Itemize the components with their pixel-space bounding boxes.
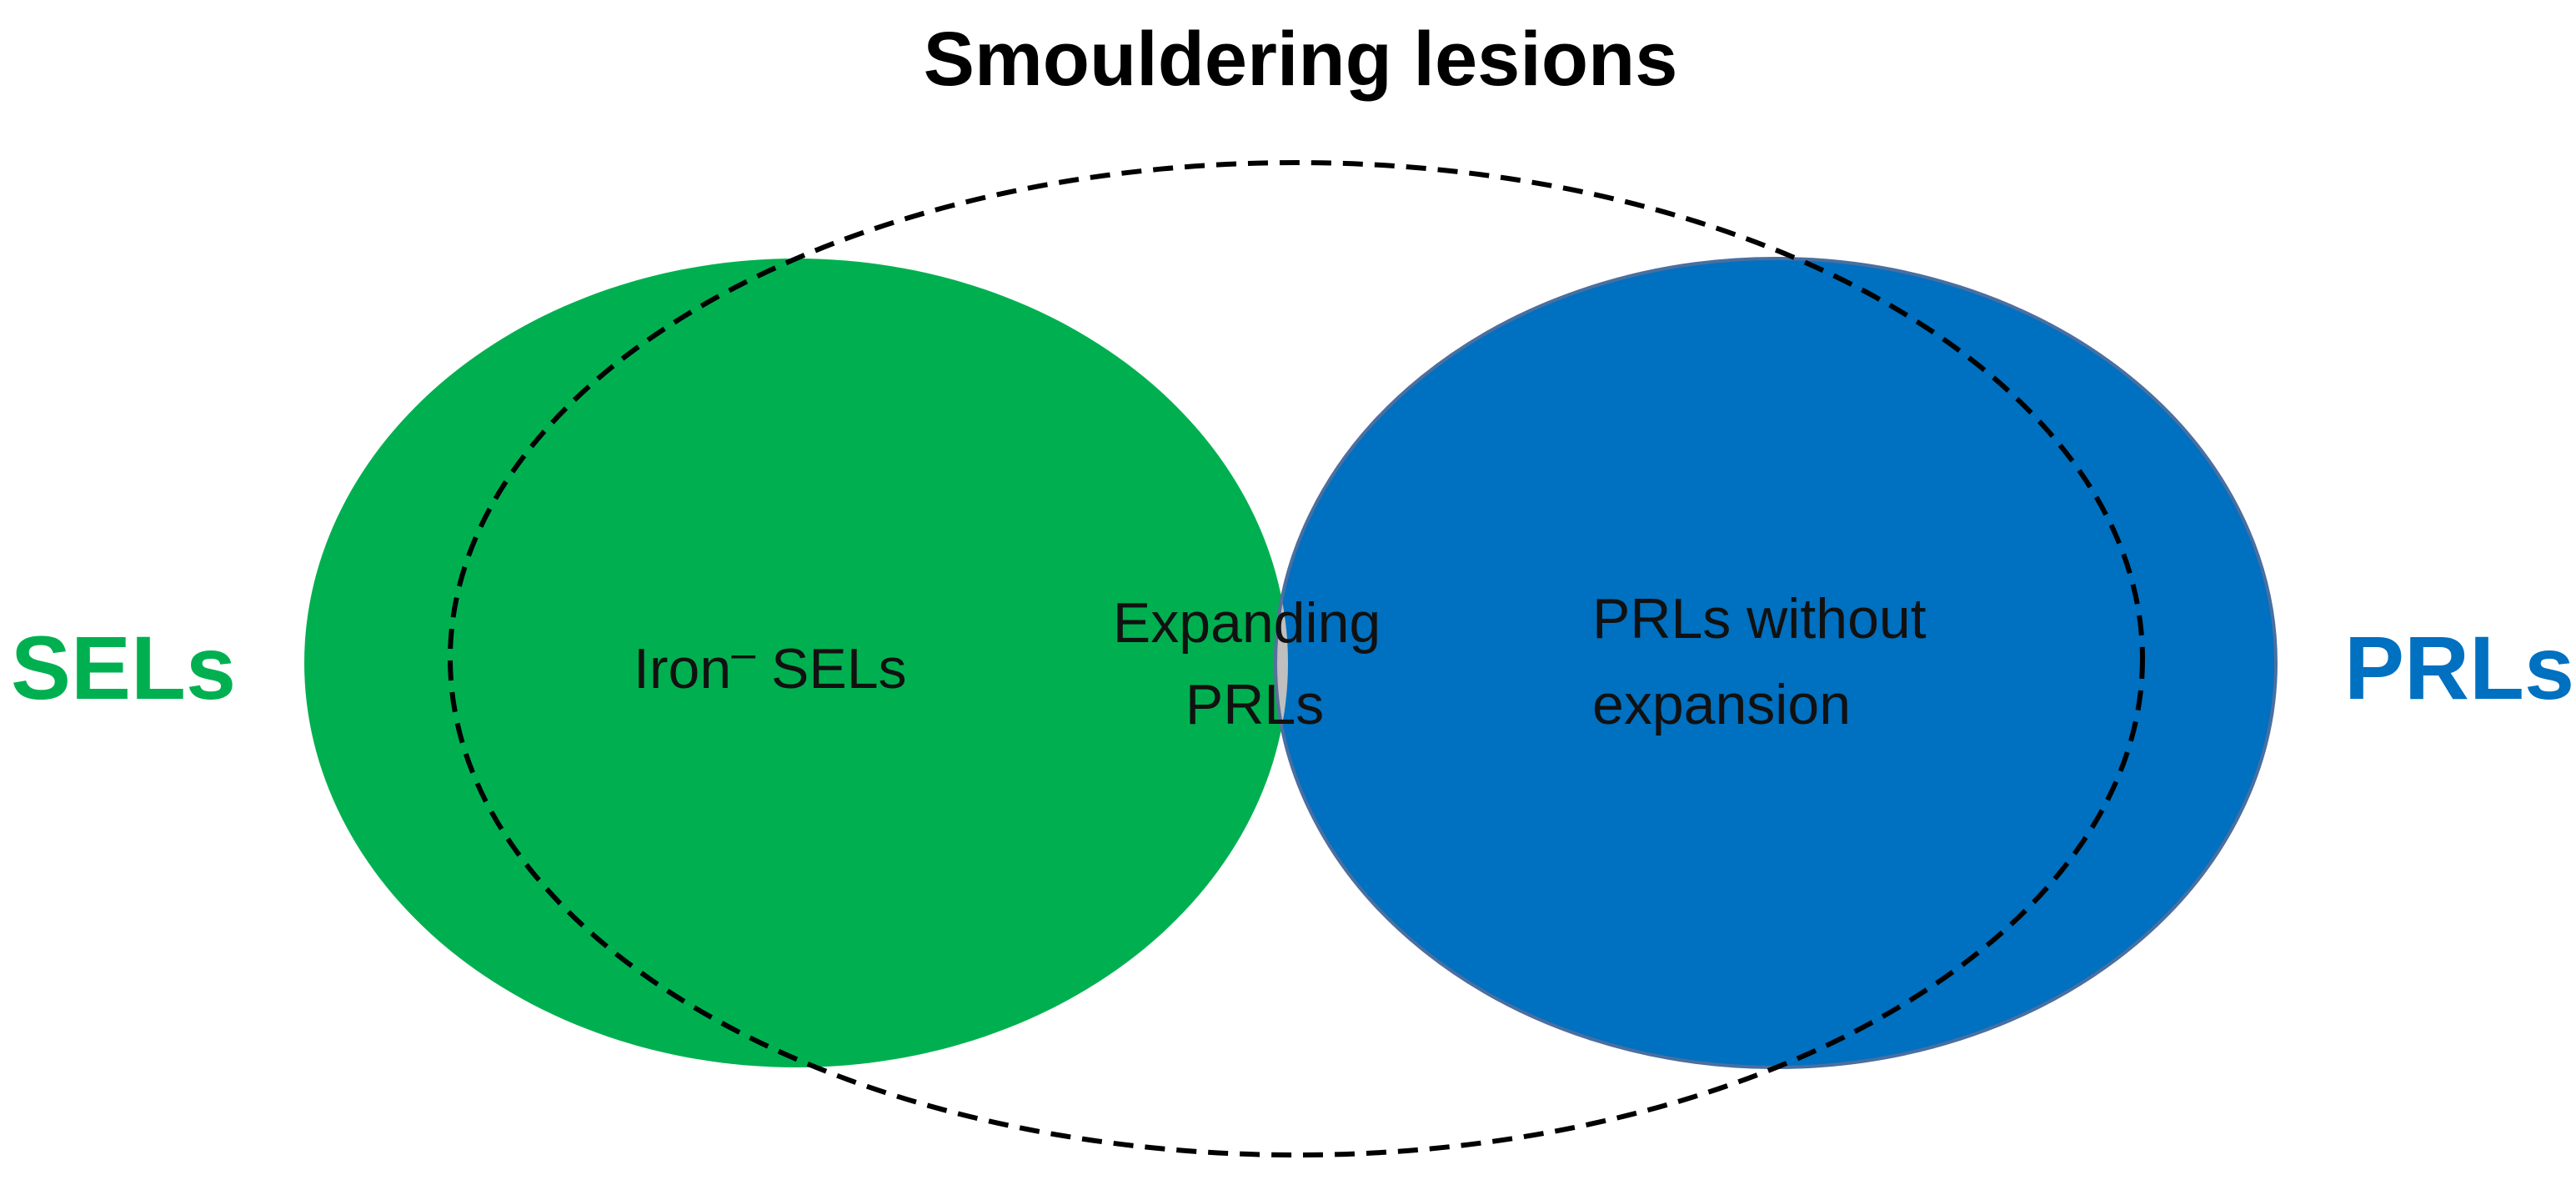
- intersection-region: [1274, 259, 1288, 1067]
- smouldering-lesions-outline: [448, 160, 2145, 1157]
- prls-label: PRLs: [2344, 617, 2574, 718]
- sels-ellipse: [304, 259, 1288, 1067]
- sels-label: SELs: [11, 617, 236, 718]
- prls-ellipse: [1274, 257, 2278, 1069]
- prls-without-expansion-text: PRLs without expansion: [1592, 587, 1942, 736]
- diagram-title: Smouldering lesions: [924, 17, 1678, 102]
- iron-negative-sels-text: Iron– SELs: [634, 630, 907, 700]
- iron-text: Iron: [634, 637, 731, 700]
- intersection-line-1: Expanding: [1113, 591, 1381, 655]
- iron-superscript: –: [731, 630, 755, 678]
- sels-region-suffix: SELs: [755, 637, 906, 700]
- expanding-prls-text: Expanding PRLs: [1113, 591, 1396, 736]
- right-region-line-2: expansion: [1592, 673, 1851, 736]
- right-region-line-1: PRLs without: [1592, 587, 1927, 650]
- intersection-line-2: PRLs: [1185, 673, 1324, 736]
